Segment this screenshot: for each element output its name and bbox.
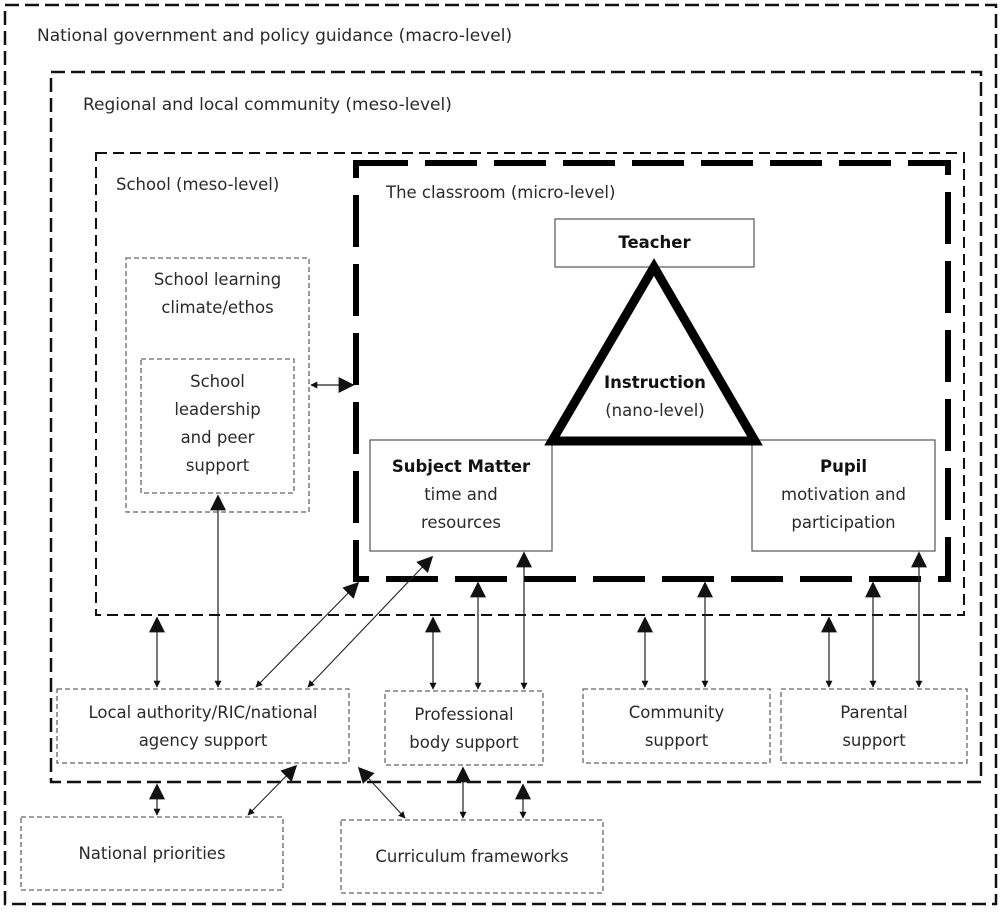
macro-level-frame [3,3,998,906]
professional-body-label: Professional body support [385,701,543,757]
parental-support-line1: Parental [840,703,908,722]
arrow-classroom-local-authority [255,581,360,688]
teacher-label: Teacher [618,233,691,252]
school-leadership-box [140,358,295,494]
national-priorities-box [20,816,284,891]
pupil-line2: participation [791,513,896,532]
curriculum-frameworks-label: Curriculum frameworks [375,847,569,866]
school-climate-line2: climate/ethos [161,298,274,317]
school-climate-label: School learning climate/ethos [126,266,309,322]
national-priorities-label: National priorities [78,844,226,863]
regional-level-frame [49,70,983,784]
community-support-label: Community support [583,699,770,755]
instruction-subtitle: (nano-level) [605,401,705,420]
classroom-level-label: The classroom (micro-level) [386,183,616,202]
subject-matter-line2: resources [421,513,501,532]
school-level-frame [95,152,965,616]
school-leadership-line2: leadership [174,400,261,419]
community-support-line1: Community [628,703,725,722]
instruction-label: Instruction (nano-level) [560,369,750,425]
school-leadership-label: School leadership and peer support [141,368,294,480]
school-leadership-line1: School [190,372,245,391]
parental-support-label: Parental support [781,699,967,755]
professional-body-box [384,690,544,766]
school-leadership-line4: support [185,456,250,475]
parental-support-line2: support [842,731,906,750]
subject-matter-title: Subject Matter [391,457,531,476]
parental-support-box [780,688,968,764]
arrow-local-authority-curriculum [357,766,406,819]
school-climate-line1: School learning [153,270,282,289]
community-support-box [582,688,771,764]
instruction-triangle [544,258,763,446]
local-authority-line2: agency support [138,731,268,750]
local-authority-label: Local authority/RIC/national agency supp… [57,699,349,755]
pupil-label: Pupil motivation and participation [752,453,935,537]
subject-matter-box [369,439,553,552]
pupil-box [751,439,936,552]
arrow-subject-local-authority [307,555,434,688]
pupil-line1: motivation and [781,485,906,504]
classroom-level-frame [353,160,951,582]
school-level-label: School (meso-level) [116,175,280,194]
subject-matter-line1: time and [424,485,498,504]
local-authority-line1: Local authority/RIC/national [88,703,318,722]
professional-body-line2: body support [409,733,519,752]
macro-level-label: National government and policy guidance … [37,26,513,46]
subject-matter-label: Subject Matter time and resources [370,453,552,537]
curriculum-frameworks-box [340,819,604,894]
community-support-line2: support [644,731,709,750]
local-authority-box [56,688,350,764]
professional-body-line1: Professional [414,705,514,724]
regional-level-label: Regional and local community (meso-level… [83,95,452,115]
instruction-title: Instruction [604,373,706,392]
arrow-local-authority-national-priorities [247,764,298,816]
school-leadership-line3: and peer [180,428,255,447]
pupil-title: Pupil [820,457,867,476]
